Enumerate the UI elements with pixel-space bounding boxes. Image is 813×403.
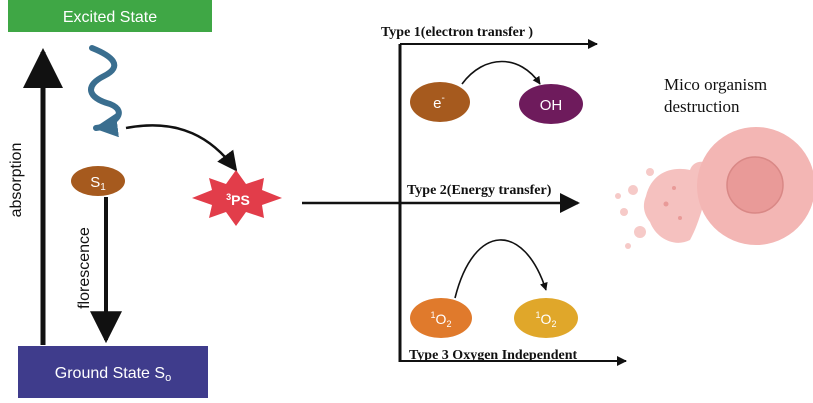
singlet-oxygen-right-label: 1O2 [536,310,557,329]
hydroxyl-ellipse [519,84,583,124]
florescence-label: florescence [76,227,93,309]
excited-state-box: Excited State [8,0,212,32]
singlet-oxygen-right-subscript: 2 [551,319,556,329]
singlet-oxygen-right-ellipse [514,298,578,338]
cell-debris [663,201,669,207]
cell-debris [625,243,631,249]
hydroxyl-label: OH [540,97,563,114]
cell-nucleus [726,156,784,214]
singlet-oxygen-right-superscript: 1 [536,310,541,320]
electron-label: e- [433,93,445,112]
singlet-oxygen-right-base: O [541,311,552,327]
s1-label: S1 [90,174,106,193]
electron-ellipse [410,82,470,122]
ground-state-text: Ground State S [55,365,165,382]
cell-debris [628,185,638,195]
microorganism-illustration [615,127,813,249]
ground-state-subscript: o [165,372,171,384]
cell-debris [672,186,676,190]
singlet-oxygen-left-superscript: 1 [431,310,436,320]
ps-superscript: 3 [226,192,231,202]
singlet-oxygen-left-subscript: 2 [446,319,451,329]
s1-node: S1 [71,166,125,196]
singlet-oxygen-left-ellipse [410,298,472,338]
ps-base: PS [231,192,250,208]
ps-node: 3PS [192,170,282,226]
type1-label: Type 1(electron transfer ) [381,25,533,40]
ps-label: 3PS [226,192,250,208]
type1-reaction-arrow [461,60,541,85]
singlet-oxygen-right-node: 1O2 [514,298,578,338]
electron-node: e- [410,82,470,122]
electron-base: e [433,95,441,112]
s1-subscript: 1 [100,182,106,193]
excited-state-rect [8,0,212,32]
cell-debris [620,208,628,216]
cell-burst-fragment [643,161,712,243]
ground-state-box: Ground State So [18,346,208,398]
cell-debris [646,168,654,176]
type3-reaction-arrow [454,239,548,299]
s1-ellipse [71,166,125,196]
isc-arrow [125,124,238,172]
destruction-line1: Mico organism [664,75,767,94]
excited-state-label: Excited State [63,9,157,26]
singlet-oxygen-left-label: 1O2 [431,310,452,329]
destruction-line2: destruction [664,97,740,116]
type2-label: Type 2(Energy transfer) [407,183,552,198]
hydroxyl-node: OH [519,84,583,124]
ps-star [192,170,282,226]
destruction-label: Mico organism destruction [664,75,771,116]
type3-label: Type 3 Oxygen Independent [409,348,577,363]
cell-debris [678,216,682,220]
s1-base: S [90,174,100,191]
singlet-oxygen-left-base: O [436,311,447,327]
ground-state-label: Ground State So [55,365,171,384]
energy-wave-arrow [88,45,122,138]
absorption-label: absorption [8,143,25,218]
cell-debris [634,226,646,238]
ground-state-rect [18,346,208,398]
electron-superscript: - [442,93,445,104]
singlet-oxygen-left-node: 1O2 [410,298,472,338]
cell-debris [615,193,621,199]
